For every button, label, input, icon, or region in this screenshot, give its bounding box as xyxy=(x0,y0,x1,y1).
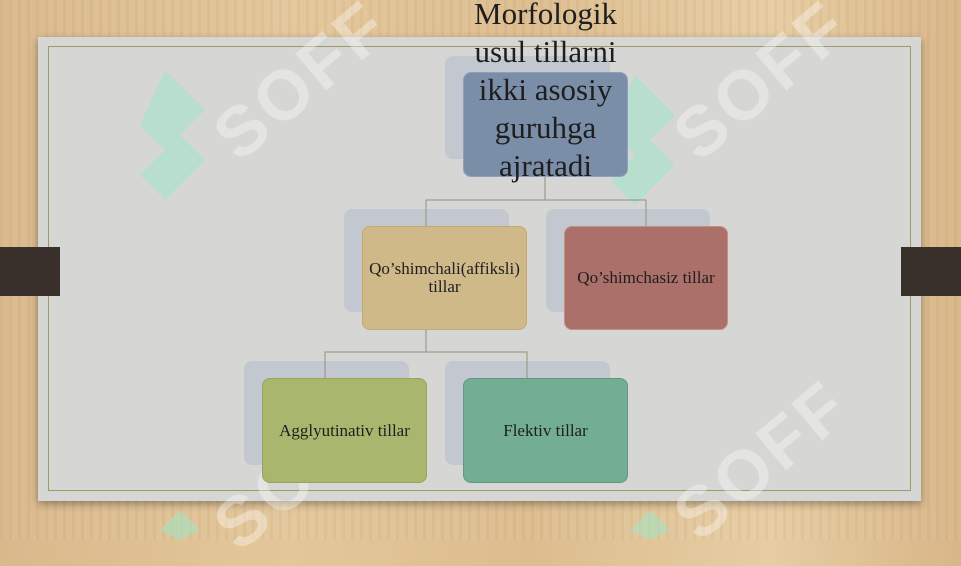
root-node: Morfologik usul tillarni ikki asosiy gur… xyxy=(463,0,628,183)
right-clip xyxy=(901,247,961,296)
node-flektiv: Flektiv tillar xyxy=(463,378,628,483)
connector-root-noaffix xyxy=(545,199,647,226)
node-agglyutinativ: Agglyutinativ tillar xyxy=(262,378,427,483)
connector-lines xyxy=(324,177,647,378)
connector-root-affix xyxy=(425,177,546,226)
node-noaffix: Qo’shimchasiz tillar xyxy=(564,226,728,330)
node-flek-label: Flektiv tillar xyxy=(503,420,588,440)
connector-affix-flek xyxy=(426,351,528,378)
node-affix-label: Qo’shimchali(affiksli) tillar xyxy=(369,259,520,296)
left-clip xyxy=(0,247,60,296)
node-affix: Qo’shimchali(affiksli) tillar xyxy=(362,226,527,330)
node-agg-label: Agglyutinativ tillar xyxy=(279,420,410,440)
connector-affix-agg xyxy=(324,330,427,378)
node-noaffix-label: Qo’shimchasiz tillar xyxy=(577,268,715,287)
root-label: Morfologik usul tillarni ikki asosiy gur… xyxy=(474,0,617,183)
